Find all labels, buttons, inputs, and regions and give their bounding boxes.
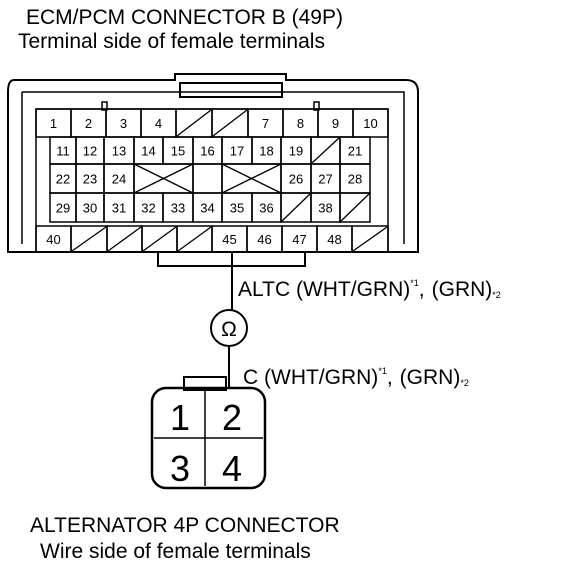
ecm-pin-label: 29: [56, 201, 70, 216]
ecm-blank-slash: [176, 109, 212, 137]
ecm-blank-slash: [107, 226, 142, 252]
alternator-pin-1: 1: [170, 397, 190, 438]
ecm-pin-label: 30: [83, 201, 97, 216]
ecm-pin-label: 35: [230, 201, 244, 216]
ecm-pin-label: 4: [155, 116, 162, 131]
wire-altc-label: ALTC (WHT/GRN)*1,(GRN)*2: [238, 278, 501, 301]
ecm-pin-label: 28: [348, 172, 362, 187]
ecm-pin-label: 27: [318, 172, 332, 187]
alternator-connector: [150, 376, 267, 490]
ecm-pin-label: 17: [230, 144, 244, 159]
ecm-pin-label: 38: [318, 201, 332, 216]
ecm-pin-label: 16: [200, 144, 214, 159]
ecm-pin-label: 2: [85, 116, 92, 131]
ecm-connector-latch: [179, 82, 283, 98]
ecm-connector-title: ECM/PCM CONNECTOR B (49P): [26, 6, 343, 29]
ecm-blank-cross: [133, 163, 194, 194]
alternator-connector-subtitle: Wire side of female terminals: [40, 540, 311, 563]
ecm-pin-frame: [35, 108, 389, 253]
ecm-connector-subtitle: Terminal side of female terminals: [18, 30, 325, 53]
ecm-pin-label: 47: [292, 232, 306, 247]
ecm-pin-label: 10: [363, 116, 377, 131]
alternator-pin-4: 4: [222, 448, 242, 489]
ecm-pin-label: 15: [171, 144, 185, 159]
ecm-pin-label: 19: [289, 144, 303, 159]
ecm-pin-label: 26: [289, 172, 303, 187]
ecm-pin-label: 36: [259, 201, 273, 216]
ecm-blank-slash: [142, 226, 177, 252]
ecm-pin-cell: [339, 192, 371, 223]
ecm-blank-slash: [281, 193, 311, 222]
ecm-connector: [7, 73, 419, 267]
ecm-blank-slash: [352, 226, 388, 252]
ecm-pin-label: 33: [171, 201, 185, 216]
ecm-pin-label: 40: [46, 232, 60, 247]
ecm-pin-cell: [192, 163, 223, 194]
ecm-pin-label: 14: [141, 144, 155, 159]
wire-c-label: C (WHT/GRN)*1,(GRN)*2: [243, 366, 469, 389]
ecm-pin-label: 8: [297, 116, 304, 131]
ecm-pin-label: 23: [83, 172, 97, 187]
ecm-connector-inner-wall: [21, 91, 405, 244]
ecm-blank-slash: [212, 109, 248, 137]
ecm-pin-label: 13: [112, 144, 126, 159]
ecm-pin-label: 24: [112, 172, 126, 187]
ecm-pin-label: 9: [332, 116, 339, 131]
ecm-blank-slash: [340, 193, 370, 222]
ecm-blank-slash: [71, 226, 107, 252]
ecm-pin-label: 48: [327, 232, 341, 247]
alternator-connector-title: ALTERNATOR 4P CONNECTOR: [30, 514, 340, 537]
ecm-blank-slash: [177, 226, 212, 252]
ecm-connector-shell: [7, 73, 419, 253]
ecm-connector-tab-left: [101, 101, 108, 111]
ecm-pin-label: 22: [56, 172, 70, 187]
ecm-pin-label: 11: [56, 144, 70, 159]
alternator-pin-2: 2: [222, 397, 242, 438]
ecm-pin-label: 21: [348, 144, 362, 159]
ohm-icon: Ω: [221, 318, 237, 341]
ecm-pin-label: 46: [257, 232, 271, 247]
alternator-connector-body: [150, 386, 267, 490]
ecm-pin-label: 1: [50, 116, 57, 131]
ecm-pin-label: 32: [141, 201, 155, 216]
ecm-blank-cross: [221, 163, 282, 194]
ecm-pin-label: 7: [262, 116, 269, 131]
ecm-blank-slash: [311, 137, 340, 164]
ecm-pin-label: 12: [83, 144, 97, 159]
ecm-pin-label: 18: [259, 144, 273, 159]
ecm-connector-tab-right: [313, 101, 320, 111]
ecm-pin-label: 45: [222, 232, 236, 247]
ecm-pin-label: 31: [112, 201, 126, 216]
alternator-pin-3: 3: [170, 448, 190, 489]
ecm-pin-label: 34: [200, 201, 214, 216]
ecm-pin-label: 3: [120, 116, 127, 131]
